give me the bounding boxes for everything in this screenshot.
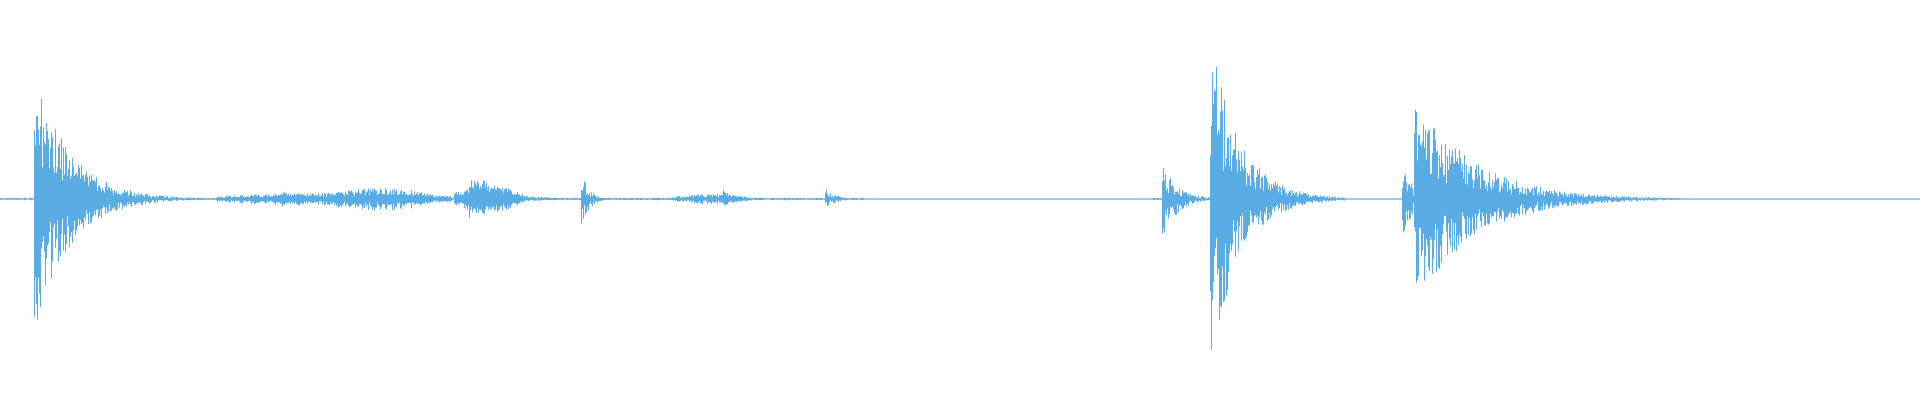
waveform-samples bbox=[0, 67, 1920, 350]
waveform-path bbox=[0, 67, 1920, 350]
